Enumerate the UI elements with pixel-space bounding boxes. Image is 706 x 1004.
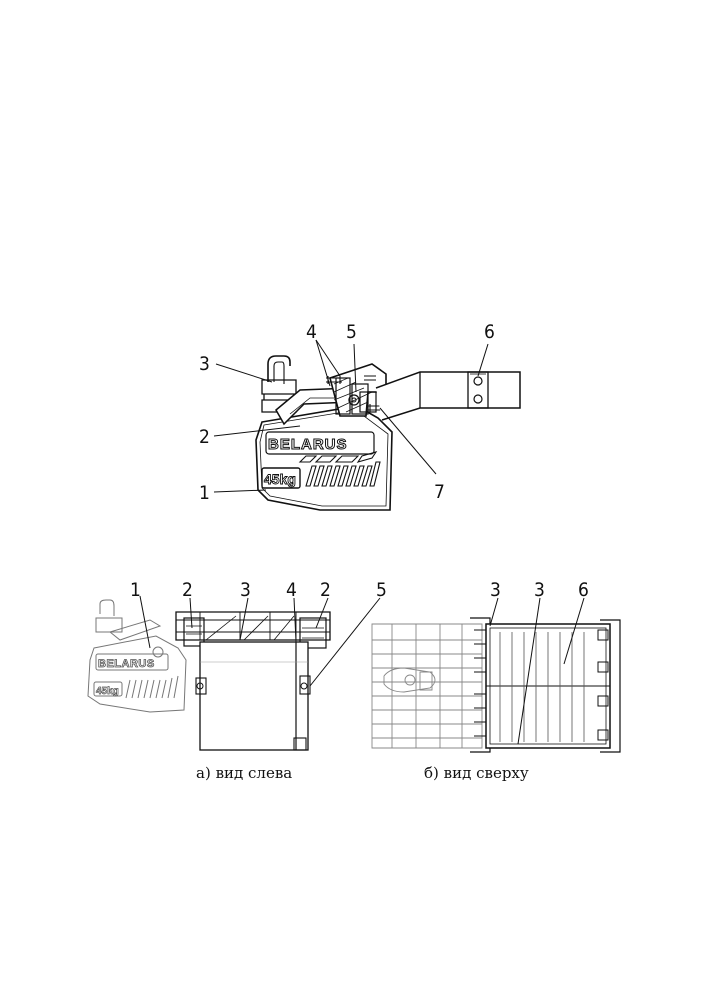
weight-label-left: 45kg (96, 686, 119, 697)
weight-stack-faded (371, 623, 483, 749)
weight-box (261, 467, 301, 489)
callout-left-2a: 2 (182, 579, 193, 601)
callout-1: 1 (199, 482, 210, 504)
callout-5: 5 (346, 321, 357, 343)
callout-top-view-6: 6 (578, 579, 589, 601)
callout-top-view-3a: 3 (490, 579, 501, 601)
leader-lines (213, 339, 489, 493)
callout-3: 3 (199, 353, 210, 375)
logo-text-top: BELARUS (268, 436, 348, 453)
caption-top-view: б) вид сверху (424, 764, 529, 782)
beam (375, 371, 521, 421)
weight-plate-faded (87, 599, 187, 713)
callout-left-5: 5 (376, 579, 387, 601)
callout-6: 6 (484, 321, 495, 343)
callout-left-1: 1 (130, 579, 141, 601)
callout-2: 2 (199, 426, 210, 448)
weight-label-top: 45kg (264, 471, 296, 487)
callout-7: 7 (434, 481, 445, 503)
callout-top-view-3b: 3 (534, 579, 545, 601)
leader-lines-top-view (489, 597, 585, 745)
hook (267, 355, 291, 382)
box-left (199, 641, 309, 751)
callout-left-2b: 2 (320, 579, 331, 601)
callout-left-4: 4 (286, 579, 297, 601)
callout-left-3: 3 (240, 579, 251, 601)
callout-4: 4 (306, 321, 317, 343)
figure-top-view (371, 597, 621, 753)
figure-top (213, 339, 521, 511)
figure-left-view (87, 595, 381, 751)
weight-ribs (298, 451, 381, 487)
logo-text-left: BELARUS (98, 658, 155, 670)
leader-lines-left (139, 595, 381, 687)
bracket (261, 379, 297, 395)
logo-band (265, 431, 375, 455)
caption-left: а) вид слева (196, 764, 292, 782)
